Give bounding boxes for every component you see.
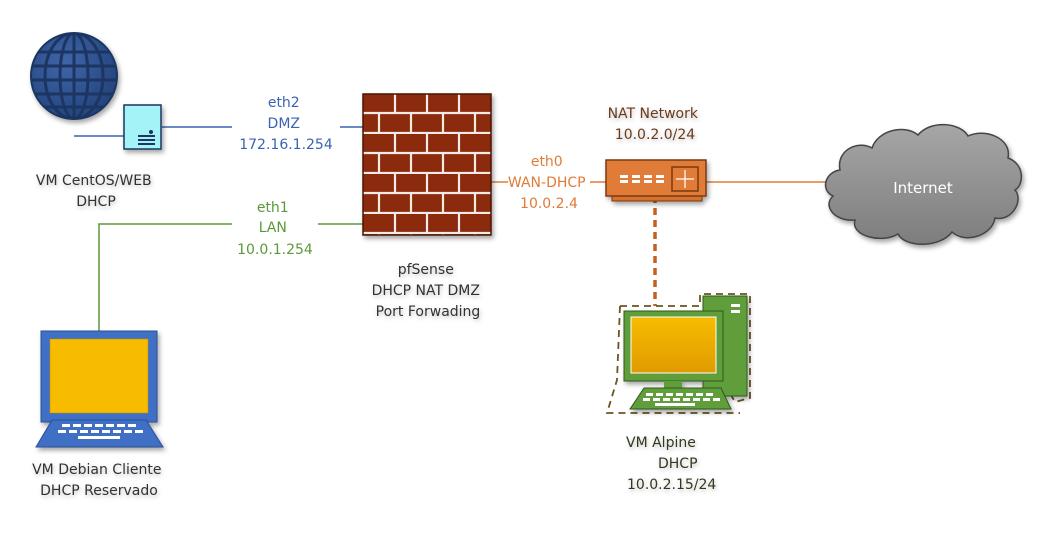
centos-label: VM CentOS/WEB DHCP xyxy=(36,173,156,210)
debian-label: VM Debian Cliente DHCP Reservado xyxy=(32,462,166,499)
internet-node[interactable]: Internet xyxy=(824,123,1022,245)
alpine-label: VM Alpine DHCP 10.0.2.15/24 xyxy=(626,435,716,493)
cloud-icon xyxy=(824,123,1022,245)
desktop-computer-icon xyxy=(605,293,751,414)
eth2-label: eth2 DMZ 172.16.1.254 xyxy=(239,95,333,153)
router-icon xyxy=(605,159,707,202)
nat-network-label: NAT Network 10.0.2.0/24 xyxy=(608,106,703,143)
server-icon xyxy=(123,104,162,150)
centos-node[interactable]: VM CentOS/WEB DHCP xyxy=(30,32,162,210)
pfsense-node[interactable]: pfSense DHCP NAT DMZ Port Forwading xyxy=(362,93,492,320)
nat-router-node[interactable]: NAT Network 10.0.2.0/24 xyxy=(605,106,707,202)
link-lan xyxy=(98,223,364,331)
debian-node[interactable]: VM Debian Cliente DHCP Reservado xyxy=(32,330,166,499)
pfsense-label: pfSense DHCP NAT DMZ Port Forwading xyxy=(372,262,485,320)
link-dmz xyxy=(74,126,364,137)
globe-icon xyxy=(30,32,118,120)
eth1-label: eth1 LAN 10.0.1.254 xyxy=(237,200,313,258)
alpine-node[interactable]: VM Alpine DHCP 10.0.2.15/24 xyxy=(605,293,751,493)
laptop-icon xyxy=(35,330,164,448)
internet-label: Internet xyxy=(893,179,953,197)
firewall-icon xyxy=(362,93,492,236)
eth0-label: eth0 WAN-DHCP 10.0.2.4 xyxy=(508,154,590,212)
